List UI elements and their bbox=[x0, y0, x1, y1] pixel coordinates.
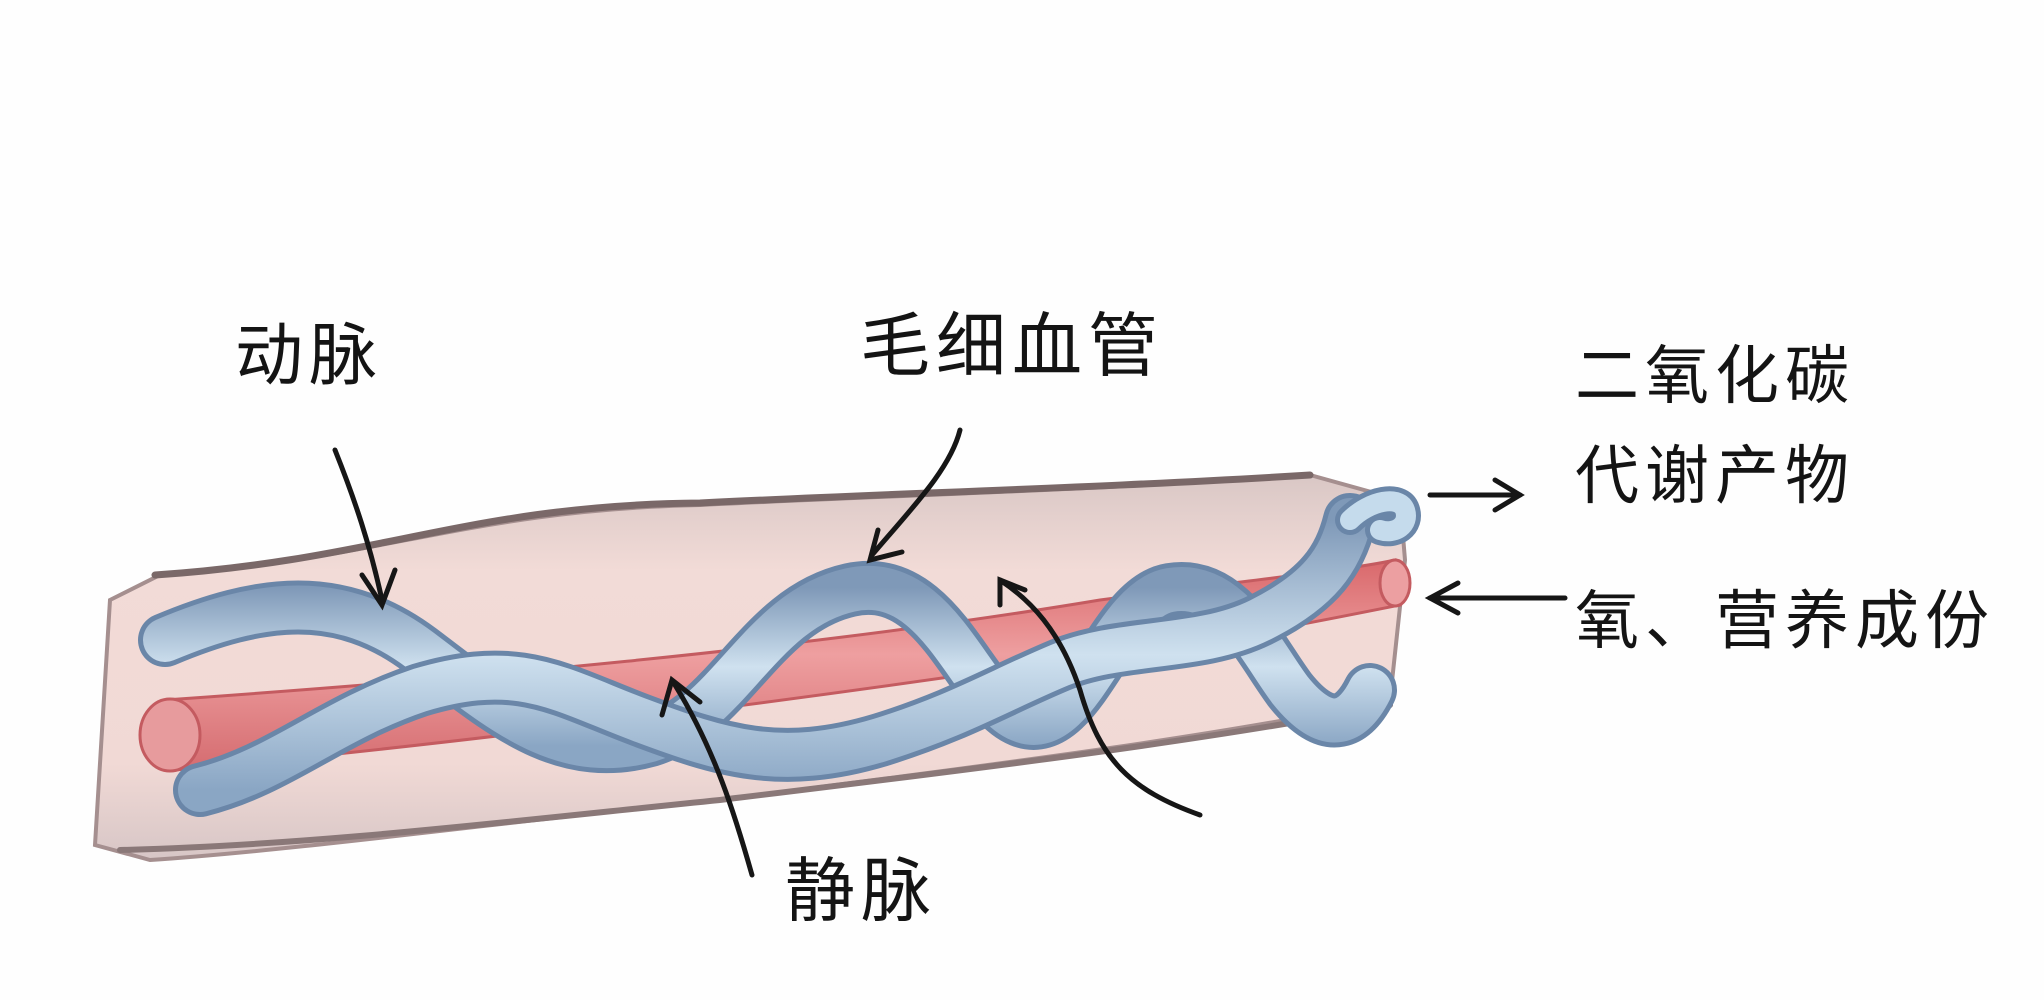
waste-out-arrowhead bbox=[1492, 477, 1525, 513]
blood-flow-arrow bbox=[997, 577, 1203, 818]
capillary-label: 毛细血管 bbox=[860, 305, 1164, 387]
artery-label: 动脉 bbox=[235, 317, 384, 396]
waste-label-line1: 二氧化碳 bbox=[1575, 340, 1855, 414]
capillary-tube bbox=[138, 486, 1421, 817]
vein-arrow bbox=[672, 682, 755, 878]
artery-arrowhead bbox=[359, 567, 398, 611]
tissue-bottom-edge bbox=[117, 702, 1393, 853]
waste-label-line2: 代谢产物 bbox=[1575, 440, 1855, 514]
artery-right-end bbox=[1378, 558, 1412, 608]
tissue-top-edge bbox=[151, 471, 1314, 579]
vein-arrowhead bbox=[659, 675, 703, 718]
oxygen-in-arrowhead bbox=[1424, 580, 1461, 616]
artery-arrow bbox=[332, 447, 385, 603]
oxygen-nutrients-label: 氧、营养成份 bbox=[1575, 585, 1995, 659]
annotation-arrows bbox=[332, 427, 1568, 878]
vein-label: 静脉 bbox=[785, 850, 937, 932]
artery-left-end bbox=[138, 697, 202, 773]
blood-flow-arrowhead bbox=[997, 576, 1028, 608]
capillary-arrowhead bbox=[866, 527, 905, 564]
capillary-arrow bbox=[869, 427, 963, 558]
